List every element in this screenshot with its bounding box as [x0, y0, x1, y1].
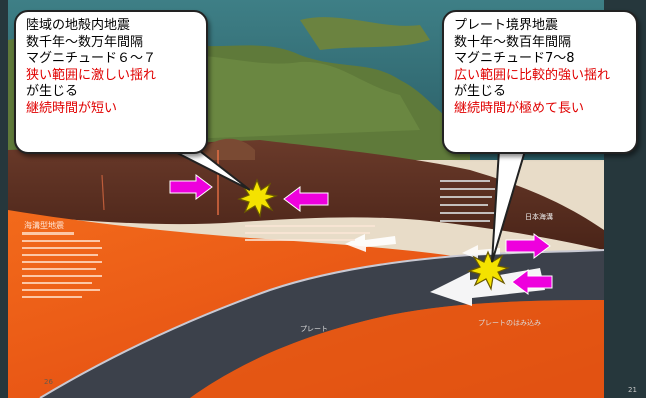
callout-line: 数十年～数百年間隔 — [454, 34, 572, 50]
crust-ridge — [200, 138, 255, 160]
oceanic-plate-edge — [39, 249, 605, 398]
callout-line: マグニチュード7～8 — [454, 51, 575, 66]
callout-line: 広い範囲に比較的強い揺れ — [454, 67, 611, 83]
plate-caption — [245, 225, 375, 241]
slide-number: 21 — [628, 386, 637, 394]
callout-line: が生じる — [26, 84, 79, 99]
callout-line: 継続時間が短い — [26, 100, 118, 116]
callout-line: が生じる — [454, 84, 507, 99]
force-arrow-icon — [169, 174, 213, 200]
callout-line: 数千年～数万年間隔 — [26, 34, 144, 50]
fault-line — [101, 174, 105, 211]
callout-line: 陸域の地殻内地震 — [26, 18, 131, 33]
plate-motion-arrow-icon — [430, 268, 545, 306]
book-page-number: 26 — [44, 378, 53, 386]
force-arrow-icon — [511, 269, 553, 295]
plate-motion-arrow-icon — [462, 245, 500, 259]
oceanic-quake-caption — [22, 232, 102, 298]
callout-line: 継続時間が極めて長い — [454, 100, 585, 116]
force-arrow-icon — [283, 186, 329, 212]
peninsula — [300, 17, 430, 50]
land-green — [150, 55, 420, 141]
callout-line: 狭い範囲に激しい揺れ — [26, 67, 157, 83]
callout-line: プレート境界地震 — [454, 18, 559, 33]
mantle-shadow — [190, 300, 604, 398]
plate-subduct-label: プレートのはみ込み — [478, 319, 541, 327]
earthquake-burst-icon — [467, 250, 511, 291]
plate-label: プレート — [300, 325, 328, 333]
boundary-caption — [440, 180, 496, 222]
callout-line: マグニチュード６～７ — [26, 51, 157, 66]
force-arrow-icon — [505, 233, 551, 259]
japan-sea-label: 日本海溝 — [525, 213, 553, 221]
plate-motion-arrow-icon — [345, 234, 396, 252]
oceanic-quake-label: 海溝型地震 — [24, 221, 64, 230]
